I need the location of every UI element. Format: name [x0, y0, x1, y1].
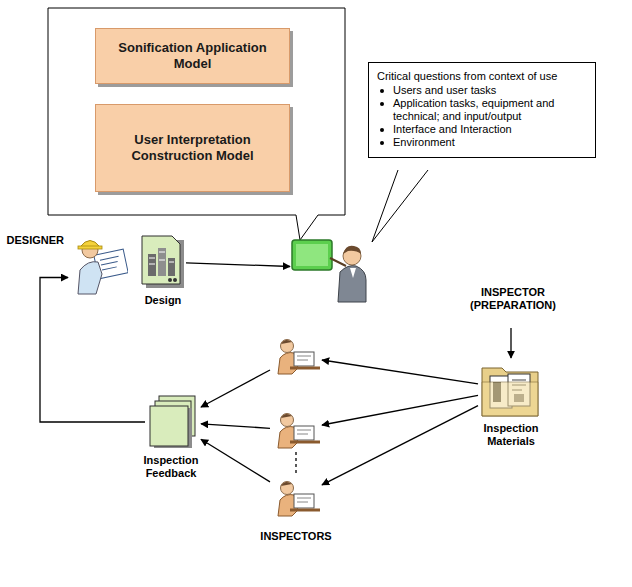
folder-illustration — [478, 358, 544, 420]
teacher-illustration-part — [338, 266, 366, 302]
flow-arrow — [201, 439, 270, 482]
bullet-text: Environment — [393, 136, 587, 149]
worker-illustration — [270, 476, 322, 520]
worker-illustration-part — [294, 426, 314, 440]
worker-figure: INSPECTORS — [270, 476, 322, 520]
folder-illustration-part — [482, 368, 538, 416]
figure-label: Inspection Feedback — [129, 454, 213, 480]
worker-illustration-part — [281, 340, 292, 344]
model-box: Sonification Application Model — [95, 28, 290, 84]
teacher-illustration — [290, 232, 372, 304]
doc-illustration-part — [142, 236, 180, 284]
worker-illustration-part — [290, 441, 320, 444]
bullet-dot — [380, 128, 384, 132]
figure-label: Inspection Materials — [466, 422, 556, 448]
worker-illustration-part — [281, 482, 294, 495]
stack-illustration-part — [150, 406, 188, 446]
figure-label: INSPECTORS — [246, 530, 346, 543]
worker-illustration-part — [294, 494, 314, 508]
designer-illustration — [68, 230, 128, 296]
flow-arrow — [40, 278, 145, 423]
doc-illustration-part — [168, 258, 175, 276]
bullet-item: Application tasks, equipment and technic… — [377, 97, 587, 123]
flow-arrow — [322, 406, 478, 485]
doc-illustration-part — [148, 254, 156, 276]
flow-arrow — [322, 360, 478, 384]
callout-tail — [372, 170, 428, 242]
worker-illustration-part — [290, 509, 320, 512]
flow-arrow — [201, 370, 270, 407]
designer-illustration-part — [78, 262, 102, 294]
worker-illustration-part — [281, 340, 294, 353]
bullet-text: Application tasks, equipment and technic… — [393, 97, 587, 123]
teacher-figure: INSPECTOR (PREPARATION) — [290, 232, 560, 326]
flow-arrow — [510, 328, 511, 358]
bullet-text: Interface and Interaction — [393, 123, 587, 136]
teacher-illustration-part — [350, 268, 356, 278]
worker-illustration — [270, 408, 322, 452]
worker-figure — [270, 408, 322, 452]
worker-illustration-part — [281, 414, 292, 418]
teacher-illustration-part — [343, 246, 361, 254]
bullet-item: Interface and Interaction — [377, 123, 587, 136]
bullet-text: Users and user tasks — [393, 84, 587, 97]
figure-label: INSPECTOR (PREPARATION) — [458, 286, 568, 312]
speech-bubble — [48, 8, 345, 240]
doc-illustration — [140, 234, 186, 290]
model-box: User Interpretation Construction Model — [95, 104, 290, 192]
bullet-item: Environment — [377, 136, 587, 149]
folder-illustration-part — [482, 382, 538, 416]
model-title: User Interpretation Construction Model — [106, 132, 279, 164]
bullet-dot — [380, 141, 384, 145]
designer-illustration-part — [100, 256, 121, 270]
worker-illustration-part — [297, 498, 311, 502]
worker-illustration-part — [297, 430, 311, 434]
callout-heading: Critical questions from context of use — [377, 70, 587, 83]
designer-illustration-part — [78, 246, 102, 249]
figure-label: DESIGNER — [0, 234, 64, 247]
bullet-dot — [380, 89, 384, 93]
teacher-illustration-part — [292, 240, 332, 270]
flow-arrow — [201, 424, 270, 429]
doc-illustration-part — [149, 252, 174, 264]
flow-arrow — [295, 452, 296, 476]
flow-arrow — [186, 263, 290, 267]
teacher-illustration-part — [296, 244, 328, 266]
worker-illustration-part — [290, 367, 320, 370]
folder-figure: Inspection Materials — [478, 358, 544, 420]
stack-figure: Inspection Feedback — [145, 394, 201, 450]
bullet-dot — [380, 102, 384, 106]
doc-illustration-part — [168, 278, 172, 282]
figure-label: Design — [123, 294, 203, 307]
question-callout: Critical questions from context of useUs… — [368, 62, 596, 158]
bullet-item: Users and user tasks — [377, 84, 587, 97]
model-title: Sonification Application Model — [106, 40, 279, 72]
worker-illustration-part — [297, 356, 311, 360]
worker-illustration — [270, 334, 322, 378]
designer-figure: DESIGNER — [68, 230, 128, 296]
stack-illustration — [145, 394, 201, 450]
doc-figure: Design — [140, 234, 186, 290]
worker-illustration-part — [281, 482, 292, 486]
worker-illustration-part — [294, 352, 314, 366]
worker-figure — [270, 334, 322, 378]
flow-arrow — [322, 395, 478, 425]
doc-illustration-part — [173, 278, 177, 282]
worker-illustration-part — [281, 414, 294, 427]
